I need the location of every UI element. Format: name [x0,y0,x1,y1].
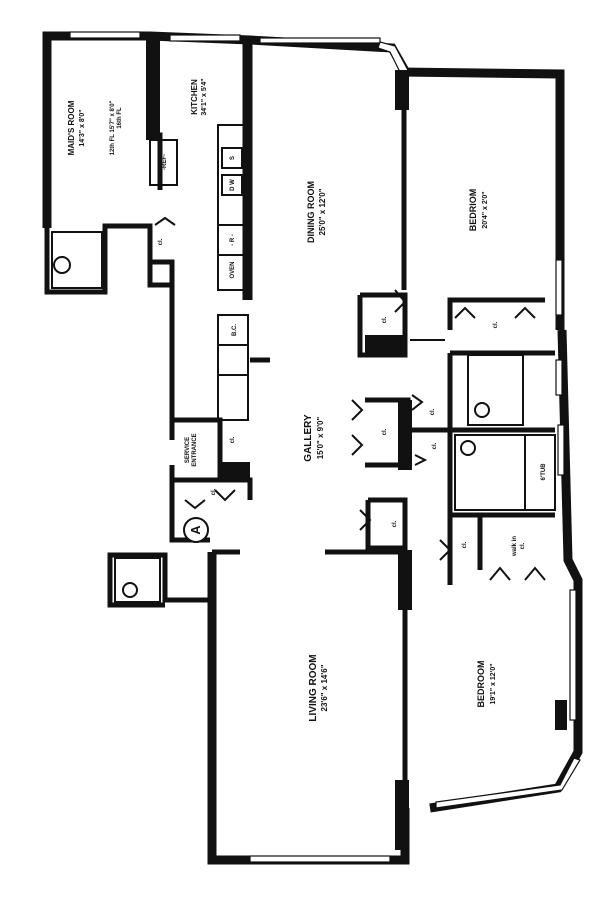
closet-label: cl. [430,408,436,415]
maids-room-note-2: 16th FL [117,107,123,129]
gallery-name: GALLERY [303,414,314,462]
tub-label: 6'TUB [541,463,547,481]
gallery-size: 15'0" x 9'0" [316,417,325,460]
bedroom-1-size: 20'4" x 2'0" [482,191,489,228]
closet-label: cl. [392,520,398,527]
sink-label: S [230,156,236,160]
bathroom-tiles [51,231,556,603]
closet-label: cl. [462,541,468,548]
unit-marker: A [183,517,209,543]
maids-room-size: 14'3" x 8'0" [79,109,86,146]
maids-room-note: 12th FL 15'7" x 8'0" [110,100,116,155]
bedroom-2-name: BEDROOM [476,661,486,708]
walk-in-closet-label: walk in [512,536,518,557]
closet-label: cl. [382,316,388,323]
closet-label: cl. [230,436,236,443]
walk-in-closet-label-2: cl. [520,542,526,549]
maids-room-name: MAID'S ROOM [67,100,76,155]
bedroom-2-size: 19'1" x 12'0" [490,663,497,704]
bc-label: B.C. [232,324,238,336]
closet-label: cl. [382,428,388,435]
service-entrance-label-2: ENTRANCE [192,433,198,466]
service-entrance-label: SERVICE [185,437,191,463]
kitchen-name: KITCHEN [190,79,199,115]
dining-room-size: 25'0" x 12'0" [318,188,327,235]
dishwasher-label: D W [230,179,236,191]
living-room-size: 23'6" x 14'6" [320,664,329,711]
dining-room-name: DINING ROOM [306,181,316,243]
oven-label: OVEN [230,261,236,278]
bedroom-1-name: BEDRIOM [468,189,478,232]
kitchen-size: 34'1" x 5'4" [201,78,208,115]
unit-marker-label: A [188,525,203,535]
closet-label: cl. [211,488,217,495]
living-room-name: LIVING ROOM [308,654,319,721]
closet-label: cl. [493,321,499,328]
closet-label: cl. [158,238,164,245]
closet-label: cl. [432,442,438,449]
interior-walls [44,40,555,808]
doors [154,216,546,581]
range-label: - R - [230,234,236,246]
refrigerator-label: -REF- [162,154,168,170]
